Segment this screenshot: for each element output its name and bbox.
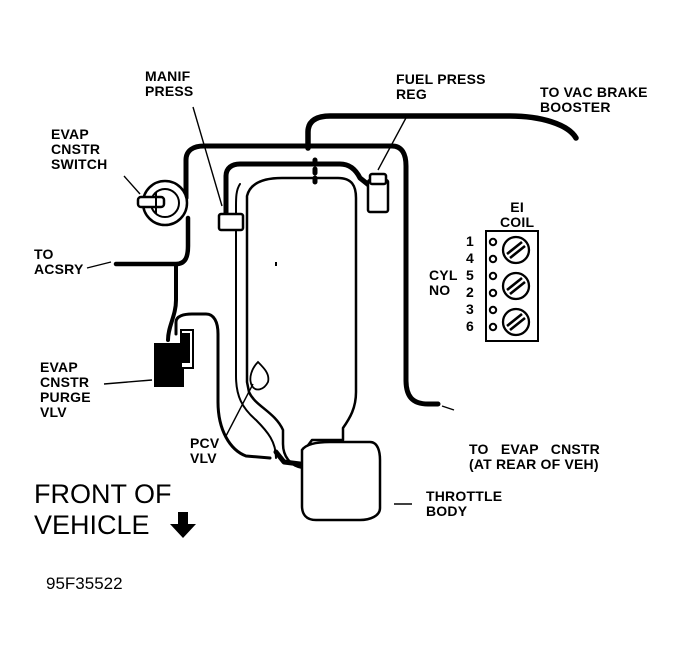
pcv-valve-icon [249, 360, 270, 391]
manif-press-sensor-icon [217, 212, 245, 232]
throttle-body-icon [300, 440, 382, 522]
label-to-evap-cnstr: TO EVAP CNSTR(AT REAR OF VEH) [469, 441, 600, 472]
hose-brake-booster [305, 113, 579, 151]
hose-pcv [273, 449, 303, 467]
fuel-press-reg-icon [366, 172, 390, 214]
manifold-wall [235, 183, 277, 459]
hose-purge-down [166, 262, 178, 342]
down-arrow-icon [170, 512, 196, 538]
ei-coil-icon [485, 230, 539, 342]
hose-acsry [113, 215, 191, 267]
purge-valve-icon [154, 329, 194, 387]
figure-code: 95F35522 [46, 574, 123, 593]
label-front-of-vehicle: FRONT OF VEHICLE [34, 479, 172, 540]
hose-purge-up [174, 312, 272, 460]
hose-inner-top [223, 161, 373, 217]
evap-switch-icon [136, 179, 189, 227]
hose-main-loop [183, 143, 441, 407]
intake-plenum [245, 176, 358, 470]
